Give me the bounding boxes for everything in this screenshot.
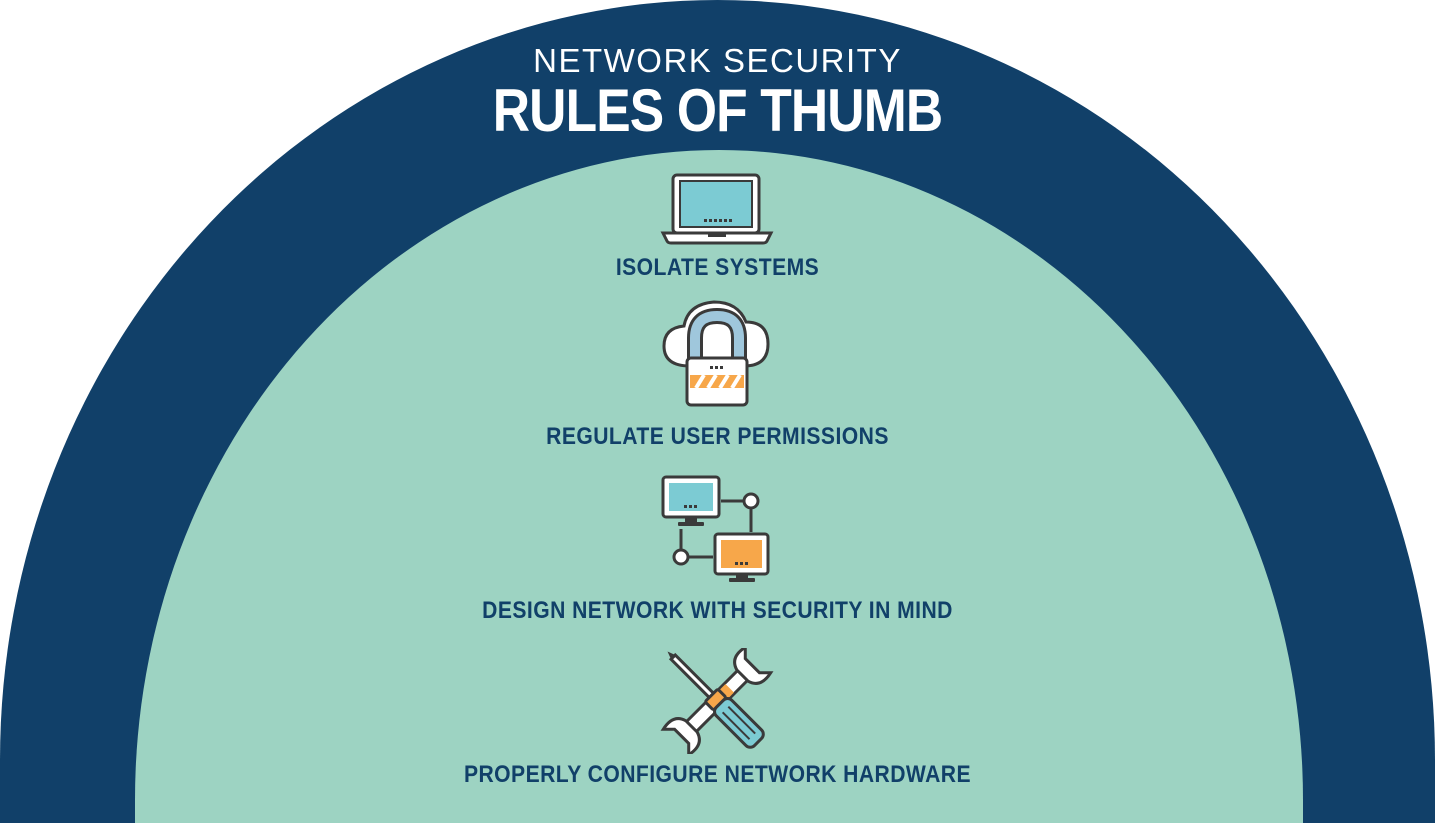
title-network-security: NETWORK SECURITY — [533, 42, 902, 79]
item-label-isolate-systems: ISOLATE SYSTEMS — [615, 254, 820, 281]
item-label-design-network: DESIGN NETWORK WITH SECURITY IN MIND — [482, 597, 953, 624]
network-computers-icon — [661, 475, 770, 582]
cloud-lock-icon — [662, 300, 770, 407]
title-rules-of-thumb: RULES OF THUMB — [492, 77, 943, 144]
item-label-configure-hardware: PROPERLY CONFIGURE NETWORK HARDWARE — [463, 761, 972, 788]
laptop-icon — [660, 173, 774, 245]
item-label-regulate-user-permissions: REGULATE USER PERMISSIONS — [546, 423, 889, 450]
tools-icon — [660, 648, 774, 754]
